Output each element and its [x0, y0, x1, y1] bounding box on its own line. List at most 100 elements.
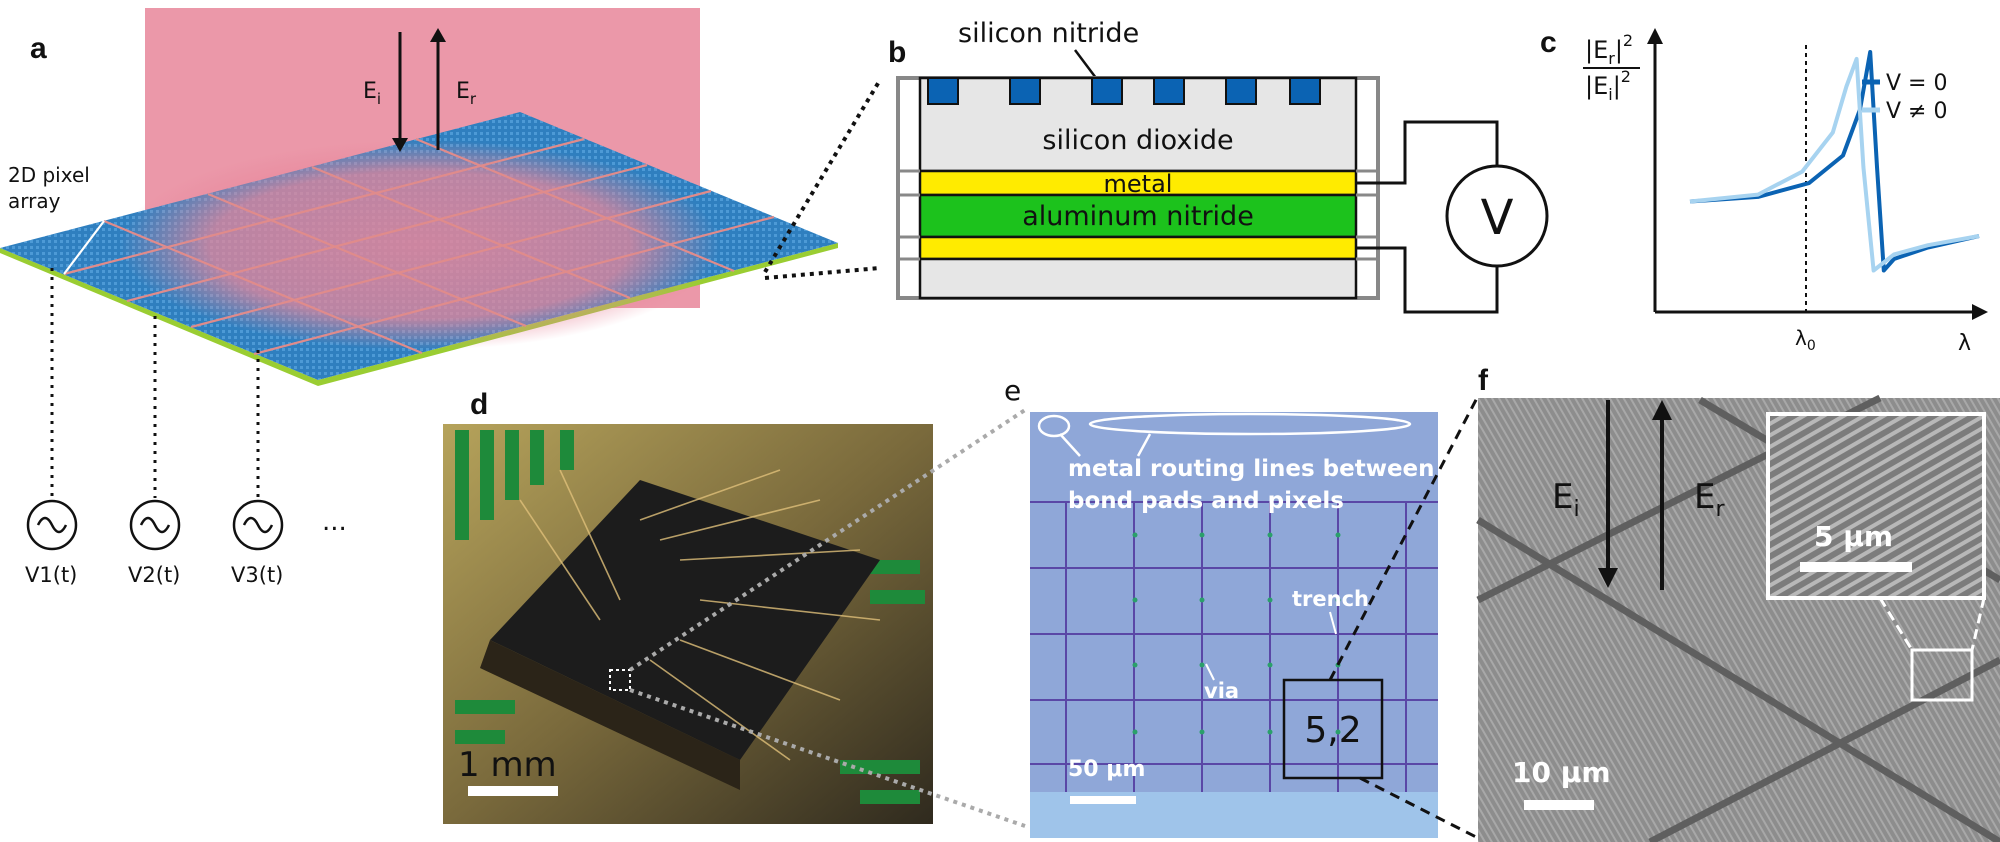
- layer-label-aluminum-nitride: aluminum nitride: [1022, 201, 1254, 232]
- pixel-grid: [63, 137, 775, 356]
- via-label: via: [1204, 679, 1239, 703]
- panel-e: e metal routing lines between bond pads …: [1004, 374, 1480, 840]
- layer-metal-bottom: [918, 235, 1358, 261]
- via-pointer: [1205, 663, 1215, 681]
- chart-series-group: [1689, 50, 1980, 273]
- inset-scale-label: 5 μm: [1814, 520, 1893, 553]
- field-in-label: Ei: [363, 79, 381, 108]
- series-line-1: [1689, 50, 1980, 273]
- beam-spot: [120, 140, 720, 350]
- silicon-nitride-grating: [927, 77, 1321, 105]
- array-label-line2: array: [8, 189, 61, 213]
- layer-label-metal: metal: [1104, 170, 1173, 198]
- legend-label-v1: V ≠ 0: [1886, 99, 1947, 124]
- layer-substrate: [918, 257, 1358, 300]
- vias: [1132, 532, 1341, 735]
- sine-icon: [139, 516, 171, 534]
- scale-label-e: 50 μm: [1068, 757, 1145, 782]
- pixel-5-2-box: [1282, 678, 1384, 780]
- inset-scale-bar: [1800, 562, 1912, 572]
- ylabel-numerator: |Er|2: [1585, 31, 1633, 68]
- ac-source-3: [232, 499, 284, 551]
- layer-silicon-dioxide: [918, 76, 1358, 173]
- inset-pointer-1: [1878, 597, 1914, 651]
- silicon-nitride-label: silicon nitride: [958, 18, 1139, 49]
- circuit-wire-bottom: [1356, 246, 1499, 314]
- zoom-line-bottom: [764, 266, 881, 280]
- pixel-array-side: [0, 243, 838, 386]
- panel-label-f: f: [1478, 364, 1489, 397]
- source-label-3: V3(t): [231, 563, 283, 587]
- pixel-grid-e: [1030, 501, 1438, 792]
- source-wires: [50, 268, 260, 498]
- routing-pointer-1: [1059, 433, 1081, 457]
- scale-bar-d: [468, 786, 558, 796]
- sine-icon: [242, 516, 274, 534]
- sem-field-out-arrowhead: [1652, 400, 1672, 420]
- scale-bar-e: [1070, 796, 1136, 804]
- array-label-line1: 2D pixel: [8, 163, 90, 187]
- chip-die: [490, 480, 880, 760]
- sem-field-out-label: Er: [1694, 477, 1725, 522]
- routing-pointer-2: [1136, 433, 1152, 457]
- ac-source-1: [26, 499, 78, 551]
- routing-highlight-small: [1037, 414, 1071, 438]
- zoom-line-d-e-top: [628, 408, 1027, 672]
- micrograph-e: [1030, 412, 1438, 838]
- zoom-line-e-f-bottom: [1359, 776, 1479, 840]
- source-label-1: V1(t): [25, 563, 77, 587]
- circuit-wire-top: [1356, 120, 1499, 185]
- zoom-line-top: [763, 78, 882, 274]
- panel-f: f Ei Er 5 μm 10 μm: [1476, 364, 2000, 842]
- layer-aluminum-nitride: [918, 193, 1358, 239]
- sem-field-in-arrowhead: [1598, 568, 1618, 588]
- field-out-arrowhead: [430, 28, 446, 42]
- panel-d: d 1 mm: [443, 388, 1027, 828]
- sem-zoom-box: [1910, 648, 1974, 702]
- routing-highlight-large: [1088, 412, 1412, 436]
- ylabel-denominator: |Ei|2: [1585, 67, 1631, 104]
- field-out-label: Er: [456, 79, 477, 108]
- legend-label-v0: V = 0: [1886, 71, 1947, 96]
- x-axis-arrowhead: [1972, 304, 1988, 320]
- routing-label-line1: metal routing lines between: [1068, 456, 1435, 482]
- panel-label-c: c: [1540, 26, 1557, 59]
- panel-c: c |Er|2 |Ei|2 λ0 λ V = 0 V ≠ 0: [1540, 26, 1988, 356]
- scale-label-d: 1 mm: [458, 745, 557, 785]
- voltage-source: [1445, 164, 1549, 268]
- field-in-arrowhead: [392, 138, 408, 152]
- sem-field-in-label: Ei: [1552, 477, 1580, 522]
- series-line-2: [1689, 56, 1980, 273]
- sine-icon: [36, 516, 68, 534]
- x-axis-label: λ: [1958, 331, 1971, 356]
- ellipsis: ...: [322, 507, 347, 537]
- source-label-2: V2(t): [128, 563, 180, 587]
- zoom-line-d-e-bottom: [629, 688, 1026, 828]
- inset-pointer-2: [1970, 597, 1986, 651]
- x-tick-lambda0: λ0: [1795, 326, 1816, 354]
- trench-pointer: [1329, 611, 1337, 635]
- layer-label-silicon-dioxide: silicon dioxide: [1042, 125, 1233, 156]
- layer-metal-top: [918, 169, 1358, 197]
- voltage-source-label: V: [1481, 190, 1514, 246]
- pixel-5-2-label: 5,2: [1304, 710, 1361, 751]
- panel-label-a: a: [30, 32, 47, 65]
- bond-wires: [519, 469, 881, 761]
- panel-a: a Ei Er 2D pixel array: [0, 8, 882, 587]
- panel-label-d: d: [470, 388, 488, 421]
- chip-zoom-box: [609, 669, 631, 691]
- routing-label-line2: bond pads and pixels: [1068, 488, 1344, 514]
- zoom-line-e-f-top: [1328, 395, 1480, 681]
- scale-bar-f: [1524, 800, 1594, 810]
- panel-b: b silicon nitride silicon dioxide metal: [888, 18, 1549, 314]
- panel-label-b: b: [888, 36, 906, 69]
- chip-die-side: [480, 640, 740, 790]
- panel-label-e: e: [1004, 374, 1021, 407]
- y-axis-arrowhead: [1647, 28, 1663, 44]
- scale-label-f: 10 μm: [1512, 756, 1611, 789]
- trench-label: trench: [1292, 587, 1369, 611]
- pixel-grid-outer: [63, 220, 105, 275]
- stack-ghost-cells: [898, 169, 1378, 261]
- ac-source-2: [129, 499, 181, 551]
